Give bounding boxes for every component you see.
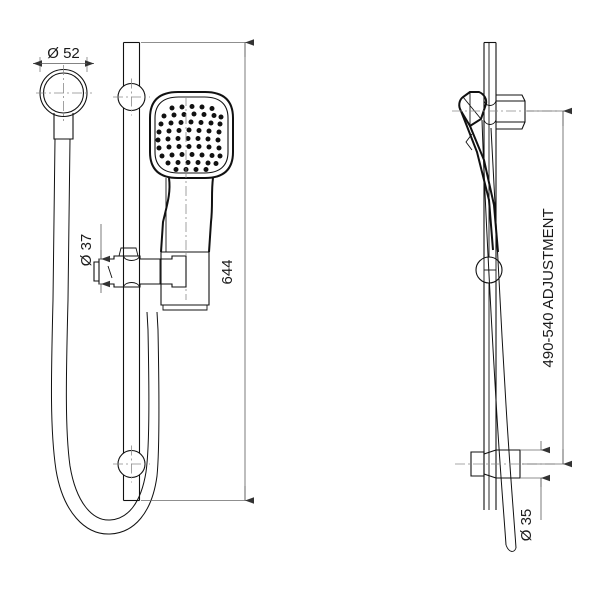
dimension-label-644: 644 <box>219 259 236 284</box>
dimension-slider-diameter: Ø 37 <box>78 224 110 293</box>
dimension-bracket-adjustment: 490-540 ADJUSTMENT <box>522 107 572 468</box>
upper-rail-bracket <box>113 78 150 116</box>
dimension-label-adjustment: 490-540 ADJUSTMENT <box>540 208 557 367</box>
dimension-label-35: Ø 35 <box>518 509 535 542</box>
dimension-overall-height: 644 <box>141 39 254 504</box>
dimension-wall-elbow-diameter: Ø 52 <box>33 45 94 72</box>
rail-slider <box>93 247 187 288</box>
wall-elbow <box>36 65 92 140</box>
shower-hose <box>50 138 160 535</box>
dimension-label-37: Ø 37 <box>78 234 95 267</box>
lower-rail-bracket <box>113 445 150 483</box>
shower-hose-side <box>481 119 517 552</box>
front-elevation-view: Ø 52 Ø 37 644 <box>33 39 254 535</box>
lower-rail-bracket-side <box>455 449 556 479</box>
dimension-lower-bracket-diameter: Ø 35 <box>518 441 550 542</box>
dimension-label-52: Ø 52 <box>47 45 80 62</box>
slide-rail <box>122 41 141 502</box>
side-elevation-view: 490-540 ADJUSTMENT Ø 35 <box>452 41 572 552</box>
shower-nozzles <box>155 104 224 172</box>
